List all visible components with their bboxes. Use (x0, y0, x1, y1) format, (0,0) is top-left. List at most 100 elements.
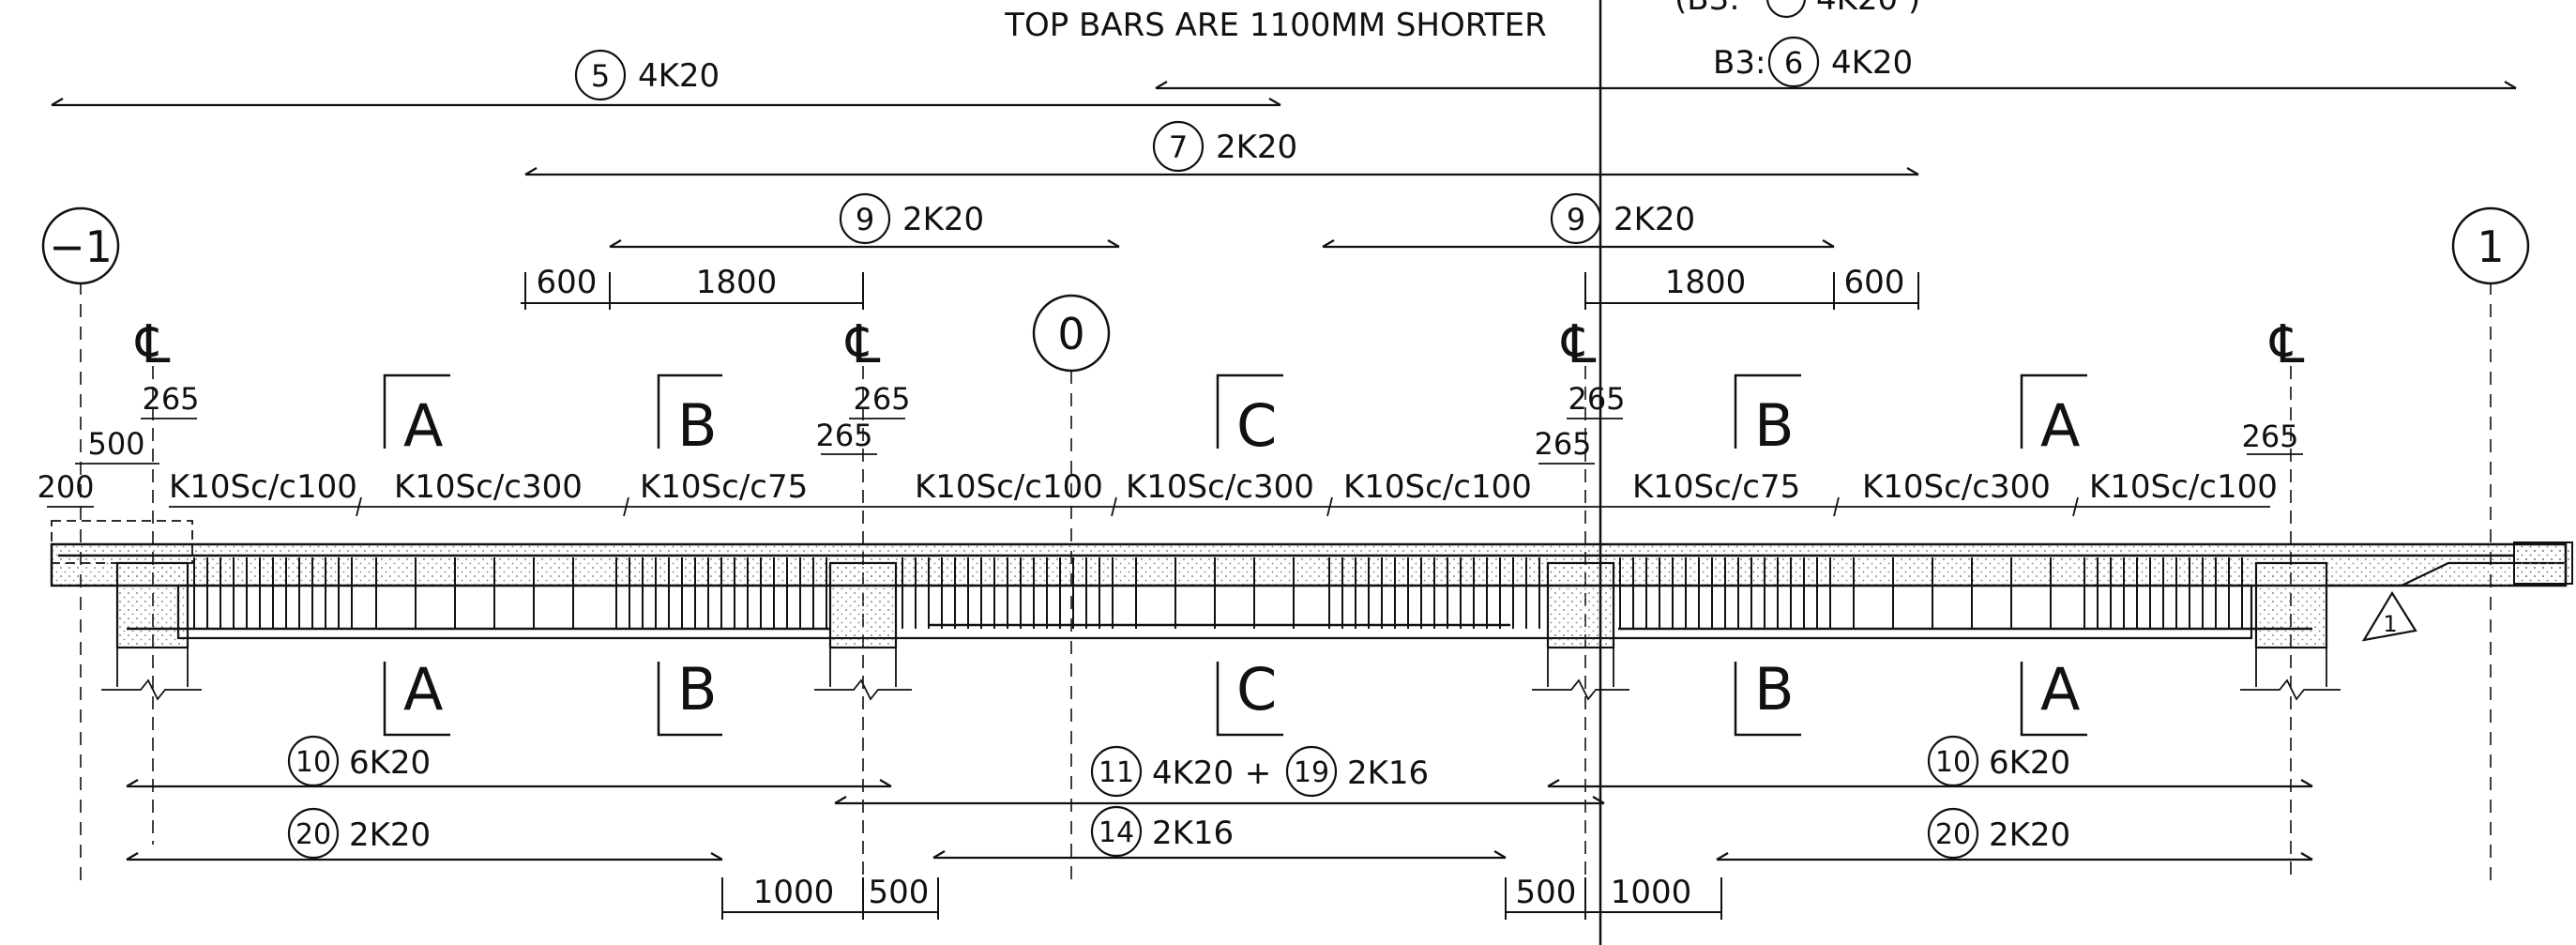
section-b-top-left: B (677, 391, 718, 460)
link-labels: K10Sc/c100 K10Sc/c300 K10Sc/c75 K10Sc/c1… (169, 468, 2278, 506)
stirrups (193, 557, 2243, 629)
section-b-top-right: B (1754, 391, 1795, 460)
bar-label-6: B3: 6 4K20 (1713, 36, 1913, 88)
bar-spec: 2K20 (1216, 129, 1297, 166)
end-block-right (2513, 541, 2573, 585)
bar-label-10-left: 10 6K20 (287, 735, 431, 787)
section-c-top: C (1236, 391, 1277, 460)
dim-1000-left: 1000 (753, 874, 835, 911)
dim-600-right: 600 (1844, 264, 1905, 301)
link-spec-3: K10Sc/c75 (640, 468, 808, 506)
link-spec-9: K10Sc/c100 (2089, 468, 2278, 506)
small-dim-lines (47, 418, 2303, 508)
dim-265-a: 265 (142, 381, 199, 417)
bar-mark: 10 (295, 746, 331, 779)
bar-spec: 2K16 (1152, 815, 1234, 852)
bar-mark: 9 (1567, 202, 1585, 237)
dim-265-c: 265 (815, 418, 872, 453)
top-bars-group (51, 81, 2517, 249)
bar-label-11-19: 11 4K20 + 19 2K16 (1090, 745, 1429, 798)
support-mid-right (1546, 561, 1615, 649)
centerline-symbol-4: ℄ (2264, 314, 2311, 375)
section-a-bottom-right: A (2040, 655, 2080, 724)
section-letters: A B C B A A B C B A (403, 391, 2080, 724)
revision-triangle: 1 (2361, 590, 2417, 642)
link-spec-4: K10Sc/c100 (915, 468, 1103, 506)
grid-label: 0 (1057, 309, 1084, 359)
dim-1800-right: 1800 (1665, 264, 1747, 301)
dim-265-d: 265 (1534, 426, 1591, 462)
bar-label-5: 5 4K20 (574, 49, 720, 101)
dim-265-d2: 265 (1568, 381, 1625, 417)
bar-label-9-left: 9 2K20 (839, 192, 984, 245)
note-b3-cut-spec: 4K20 ) (1816, 0, 1920, 18)
dim-1000-right: 1000 (1611, 874, 1692, 911)
bar-plus: + (1245, 754, 1272, 792)
bar-mark: 9 (856, 202, 874, 237)
section-markers-top (383, 373, 2087, 449)
link-spec-8: K10Sc/c300 (1862, 468, 2051, 506)
slab-concrete (50, 542, 2568, 587)
dim-500-right: 500 (1516, 874, 1577, 911)
dim-600-left: 600 (537, 264, 598, 301)
link-spec-7: K10Sc/c75 (1632, 468, 1800, 506)
bar-label-14: 14 2K16 (1090, 805, 1234, 858)
dim-500: 500 (87, 426, 144, 462)
end-haunch (2326, 561, 2566, 587)
section-a-top-left: A (403, 391, 443, 460)
grid-label: −1 (49, 221, 113, 272)
bottom-dimensions (721, 877, 1722, 920)
bar-mark: 11 (1099, 756, 1134, 789)
bar-prefix: B3: (1713, 44, 1765, 82)
bar-mark: 20 (295, 818, 331, 851)
dim-265-e: 265 (2241, 419, 2298, 454)
bar-spec: 2K20 (1614, 201, 1695, 238)
bar-mark: 20 (1935, 818, 1971, 851)
note-b3-cut: (B3: (1674, 0, 1740, 18)
bar-mark: 5 (591, 58, 610, 94)
grid-bubble-right: 1 (2451, 206, 2530, 285)
link-spec-1: K10Sc/c100 (169, 468, 357, 506)
dim-500-left: 500 (869, 874, 930, 911)
centerline-symbol-3: ℄ (1555, 314, 1602, 375)
link-spec-2: K10Sc/c300 (394, 468, 583, 506)
bar-spec: 2K16 (1347, 754, 1429, 792)
bar-label-20-left: 20 2K20 (287, 807, 431, 860)
link-spec-5: K10Sc/c300 (1126, 468, 1314, 506)
bar-mark: 10 (1935, 746, 1971, 779)
grid-bubble-left: −1 (41, 206, 120, 285)
dim-265-b: 265 (853, 381, 910, 417)
section-markers-bottom (383, 662, 2087, 737)
bar-spec: 2K20 (902, 201, 984, 238)
bar-label-7: 7 2K20 (1152, 120, 1297, 173)
bar-mark: 19 (1294, 756, 1329, 789)
bar-spec: 4K20 (638, 57, 720, 95)
section-b-bottom-right: B (1754, 655, 1795, 724)
bar-spec: 2K20 (1989, 816, 2070, 854)
bar-label-20-right: 20 2K20 (1927, 807, 2070, 860)
section-a-bottom-left: A (403, 655, 443, 724)
bar-label-10-right: 10 6K20 (1927, 735, 2070, 787)
bar-label-9-right: 9 2K20 (1550, 192, 1695, 245)
top-dimensions (521, 272, 1919, 310)
link-dim-line (169, 496, 2270, 517)
bar-spec: 6K20 (1989, 744, 2070, 782)
link-spec-6: K10Sc/c100 (1343, 468, 1532, 506)
bar-spec: 6K20 (349, 744, 431, 782)
section-a-top-right: A (2040, 391, 2080, 460)
bar-mark: 14 (1099, 816, 1134, 849)
support-mid-left (828, 561, 898, 649)
centerline-symbol-1: ℄ (129, 314, 176, 375)
bottom-bars-group (126, 779, 2313, 861)
dim-200: 200 (37, 469, 94, 505)
support-left (115, 561, 189, 649)
bar-spec: 4K20 (1831, 44, 1913, 82)
beam-elevation (50, 520, 2573, 701)
bar-mark: 7 (1169, 130, 1188, 165)
bar-spec: 2K20 (349, 816, 431, 854)
section-b-bottom-left: B (677, 655, 718, 724)
support-right (2254, 561, 2328, 649)
note-top-bars: TOP BARS ARE 1100MM SHORTER (1004, 7, 1547, 44)
bar-spec: 4K20 (1152, 754, 1234, 792)
